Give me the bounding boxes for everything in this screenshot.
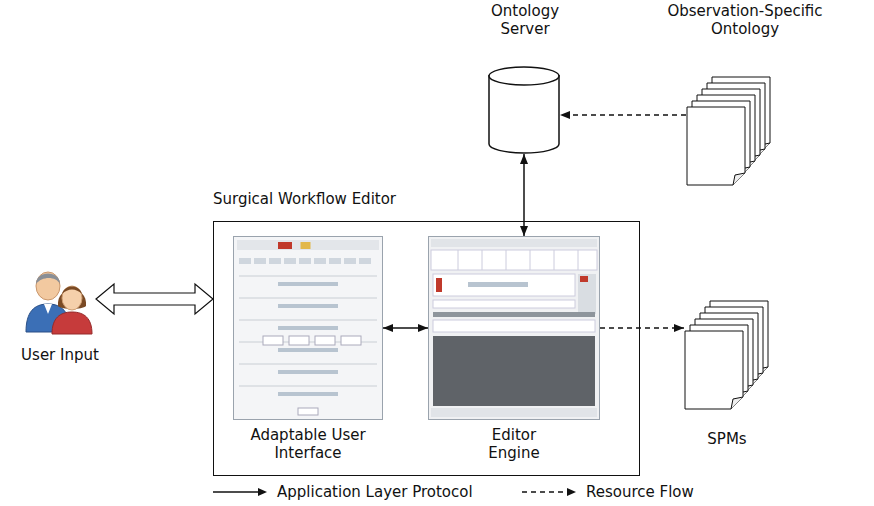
ui-component: Adaptable User Interface	[233, 236, 383, 472]
connector	[96, 284, 213, 314]
node-label: User Input	[0, 346, 120, 364]
editor-container: Surgical Workflow EditorAdaptable User I…	[213, 190, 640, 476]
engine-component: Editor Engine	[428, 236, 600, 472]
legend-entry: Resource Flow	[522, 481, 694, 503]
engine-screenshot	[428, 236, 600, 420]
database-cylinder	[488, 66, 560, 154]
legend-line-sample	[213, 486, 269, 498]
connector	[523, 154, 525, 236]
document-stack-node: SPMs	[662, 296, 792, 466]
database-node: Ontology Server	[468, 2, 582, 156]
node-label: Adaptable User Interface	[233, 426, 383, 462]
user-node: User Input	[0, 250, 120, 374]
node-label: Ontology Server	[468, 2, 582, 38]
connector	[383, 327, 428, 329]
connector	[600, 327, 684, 329]
legend-entry: Application Layer Protocol	[213, 481, 473, 503]
document-stack	[686, 76, 772, 188]
legend-label: Application Layer Protocol	[277, 483, 473, 501]
legend-label: Resource Flow	[586, 483, 694, 501]
document-stack-node: Observation-Specific Ontology	[630, 2, 860, 194]
user-icon	[22, 262, 96, 336]
document-stack	[684, 300, 770, 412]
connector	[560, 114, 686, 116]
node-label: SPMs	[662, 430, 792, 448]
legend-line-sample	[522, 486, 578, 498]
node-label: Observation-Specific Ontology	[630, 2, 860, 38]
ui-screenshot	[233, 236, 383, 420]
node-label: Surgical Workflow Editor	[213, 190, 396, 208]
node-label: Editor Engine	[428, 426, 600, 462]
